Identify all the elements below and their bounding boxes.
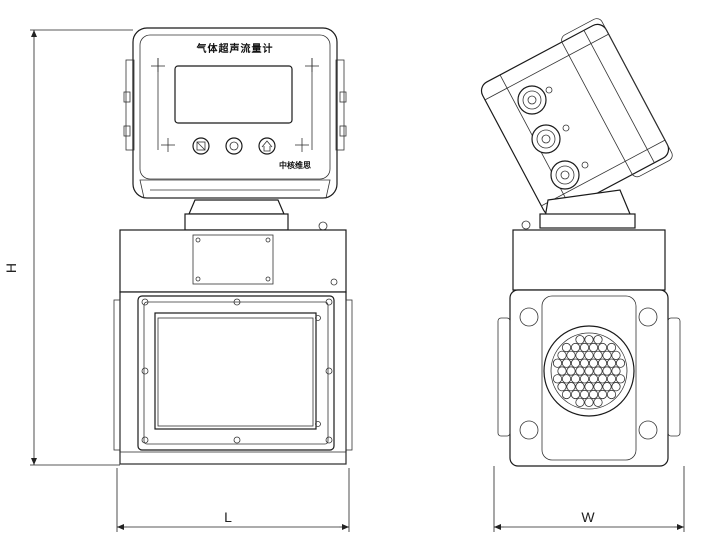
brand-label: 中核维思 <box>279 160 311 170</box>
conditioner-hole <box>588 389 599 400</box>
conditioner-hole <box>602 350 612 360</box>
conditioner-hole <box>588 374 599 384</box>
nameplate <box>192 234 274 285</box>
conditioner-hole <box>615 358 626 368</box>
conditioner-hole <box>593 382 603 392</box>
side-head <box>480 18 673 217</box>
front-view: 气体超声流量计 <box>3 27 353 532</box>
home-icon <box>261 140 273 152</box>
dimension-width: W <box>493 466 685 532</box>
conditioner-hole <box>575 335 585 345</box>
conditioner-hole <box>584 350 594 360</box>
conditioner-hole <box>570 342 581 353</box>
conditioner-hole <box>606 342 617 353</box>
conditioner-hole <box>561 374 572 384</box>
conditioner-hole <box>557 382 567 392</box>
side-view: W <box>480 18 685 532</box>
conditioner-hole <box>570 358 581 368</box>
conditioner-hole <box>552 358 563 368</box>
menu-icon <box>196 141 206 151</box>
button-menu[interactable] <box>192 137 210 155</box>
side-body <box>497 289 681 467</box>
conditioner-hole <box>566 366 576 376</box>
conditioner-hole <box>602 382 612 392</box>
conditioner-hole <box>597 374 608 384</box>
conditioner-hole <box>579 342 590 353</box>
conditioner-hole <box>570 389 581 400</box>
conditioner-hole <box>579 358 590 368</box>
conditioner-hole <box>593 366 603 376</box>
cable-gland-bottom <box>550 160 589 190</box>
conditioner-hole <box>584 397 594 407</box>
length-label: L <box>224 509 232 525</box>
conditioner-hole <box>561 342 572 353</box>
conditioner-hole <box>611 382 621 392</box>
conditioner-hole <box>584 335 594 345</box>
conditioner-hole <box>557 366 567 376</box>
conditioner-hole <box>552 374 563 384</box>
neck <box>184 199 328 231</box>
conditioner-hole <box>561 358 572 368</box>
conditioner-hole <box>597 358 608 368</box>
button-ok[interactable] <box>225 137 243 155</box>
conditioner-hole <box>611 350 621 360</box>
upper-body <box>119 229 347 293</box>
frame-bolts <box>141 298 333 444</box>
lcd-screen <box>174 65 293 124</box>
height-label: H <box>3 263 19 273</box>
conditioner-hole <box>593 350 603 360</box>
conditioner-hole <box>597 342 608 353</box>
conditioner-hole <box>584 366 594 376</box>
conditioner-hole <box>602 366 612 376</box>
conditioner-hole <box>575 382 585 392</box>
width-label: W <box>581 509 595 525</box>
front-window <box>154 312 317 430</box>
conditioner-hole <box>606 374 617 384</box>
conditioner-hole <box>588 358 599 368</box>
flow-conditioner <box>552 335 626 407</box>
conditioner-hole <box>606 389 617 400</box>
conditioner-hole <box>588 342 599 353</box>
conditioner-hole <box>575 350 585 360</box>
conditioner-hole <box>593 335 603 345</box>
dimension-height: H <box>3 29 133 466</box>
dimension-length: L <box>116 468 350 532</box>
device-title: 气体超声流量计 <box>196 42 274 55</box>
conditioner-hole <box>597 389 608 400</box>
cable-gland-middle <box>531 124 570 154</box>
conditioner-hole <box>579 374 590 384</box>
conditioner-hole <box>575 366 585 376</box>
cable-gland-top <box>517 85 553 115</box>
conditioner-hole <box>570 374 581 384</box>
conditioner-hole <box>606 358 617 368</box>
conditioner-hole <box>566 350 576 360</box>
conditioner-hole <box>561 389 572 400</box>
crop-marks <box>151 58 319 152</box>
conditioner-hole <box>566 382 576 392</box>
conditioner-hole <box>593 397 603 407</box>
display-head: 气体超声流量计 <box>123 27 347 199</box>
circle-icon <box>229 141 239 151</box>
conditioner-hole <box>557 350 567 360</box>
conditioner-hole <box>575 397 585 407</box>
conditioner-hole <box>611 366 621 376</box>
button-home[interactable] <box>258 137 276 155</box>
conditioner-hole <box>579 389 590 400</box>
conditioner-hole <box>584 382 594 392</box>
conditioner-hole <box>615 374 626 384</box>
lower-body <box>113 291 353 465</box>
